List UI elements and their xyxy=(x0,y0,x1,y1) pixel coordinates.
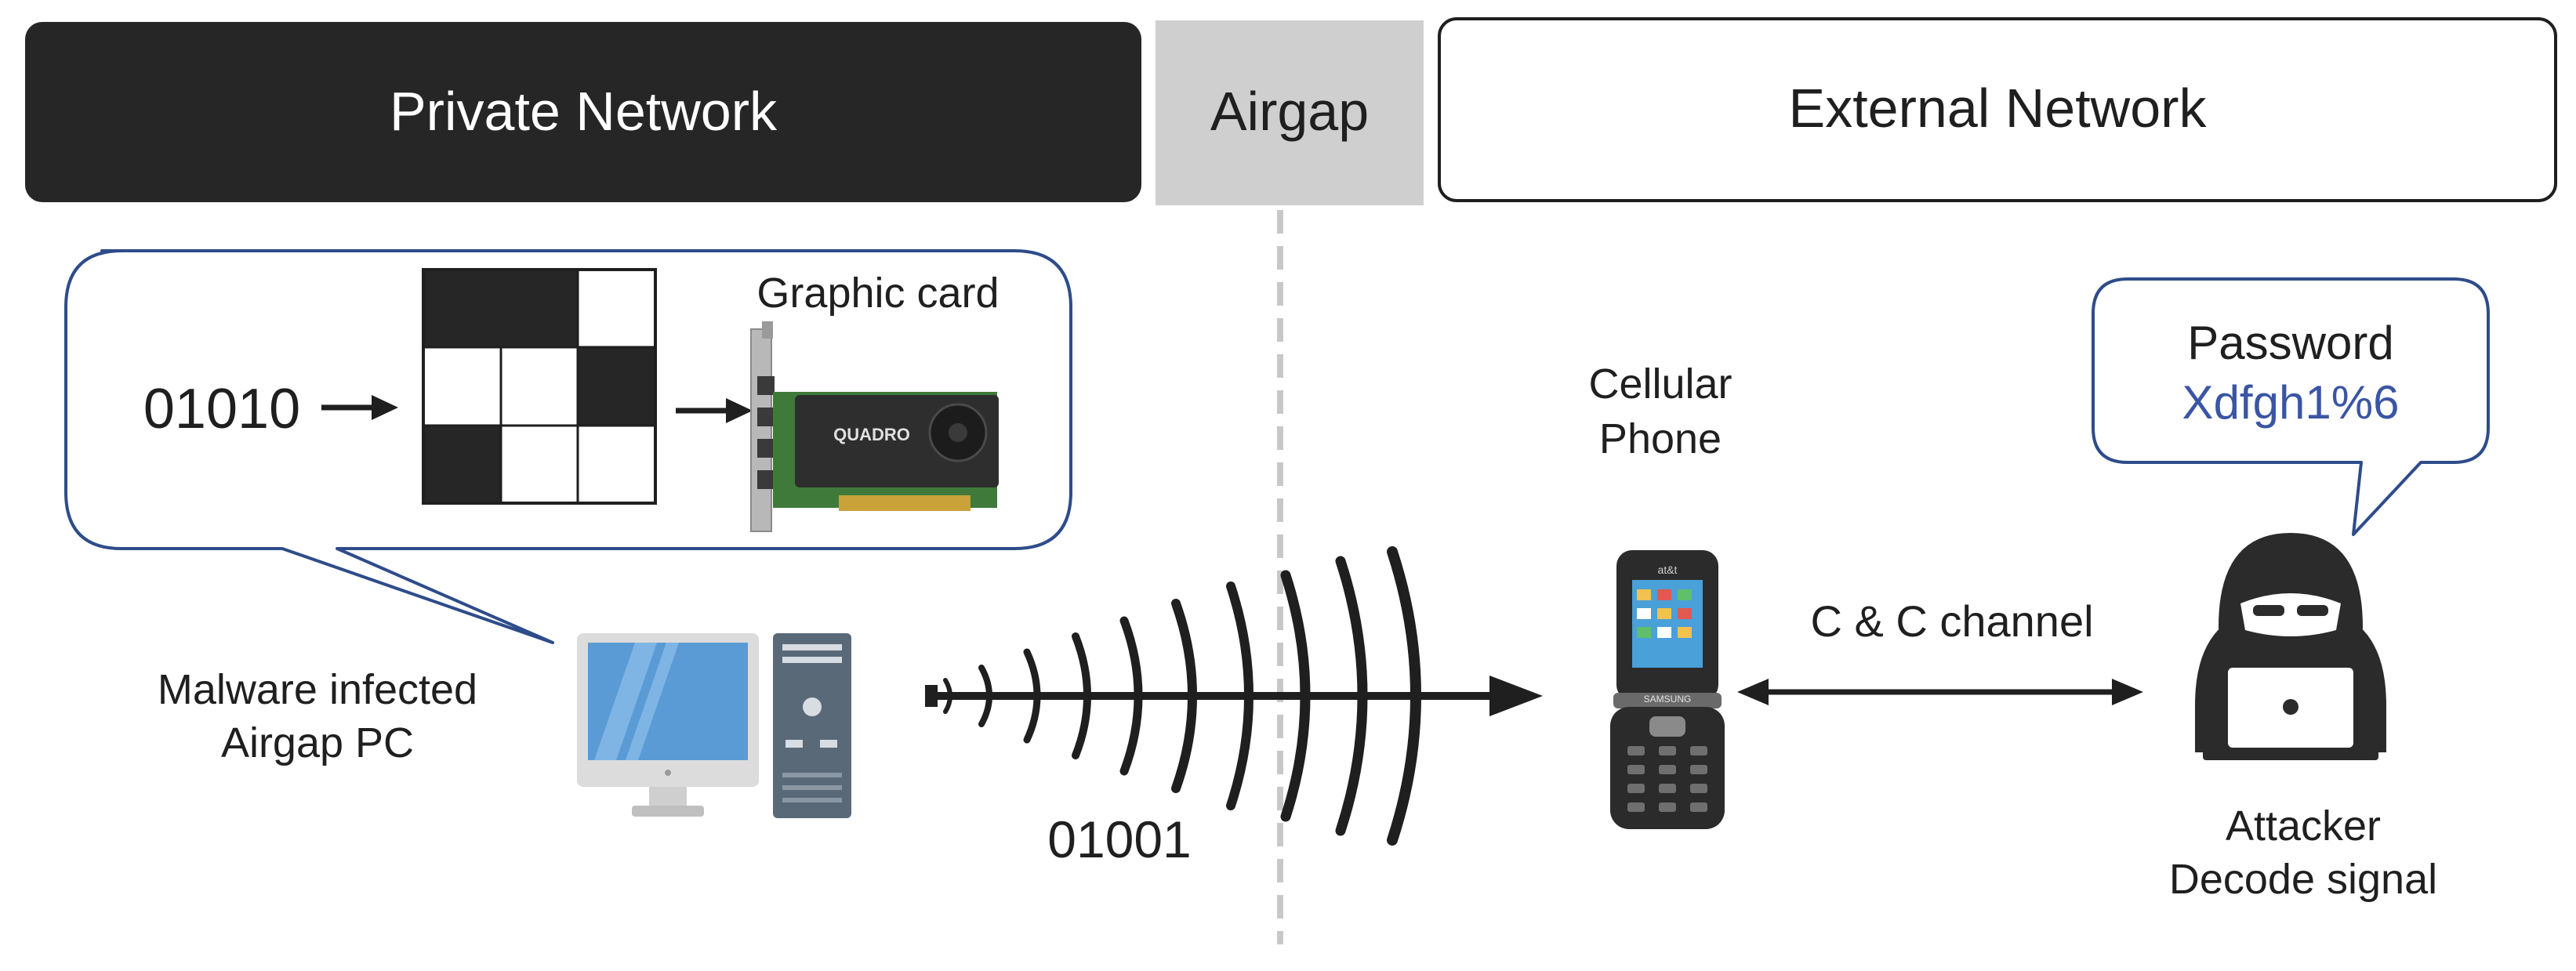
graphic-card-icon: QUADRO xyxy=(750,321,999,532)
signal-bits-text: 01001 xyxy=(1047,810,1192,868)
private-network-zone: Private Network xyxy=(25,22,1141,202)
attacker-hacker-icon xyxy=(2195,533,2386,760)
monitor-icon xyxy=(577,633,759,817)
password-speech-bubble: Password Xdfgh1%6 xyxy=(2092,277,2490,536)
phone-label-line1: Cellular xyxy=(1588,361,1732,408)
malware-process-bubble: 01010 Graphic card xyxy=(64,249,1072,644)
cellular-phone-icon: at&t SAMSUNG xyxy=(1610,550,1725,829)
attacker-label-line1: Attacker xyxy=(2226,803,2381,850)
phone-brand-text: SAMSUNG xyxy=(1644,694,1692,705)
external-network-label: External Network xyxy=(1789,78,2208,139)
input-bits-text: 01010 xyxy=(143,378,300,440)
airgap-label: Airgap xyxy=(1210,81,1369,142)
pc-label-line2: Airgap PC xyxy=(221,719,414,766)
arrow-right-icon xyxy=(321,395,398,420)
bidirectional-arrow-icon xyxy=(1737,679,2143,705)
external-network-zone: External Network xyxy=(1438,17,2557,202)
computer-tower-icon xyxy=(773,633,851,818)
password-value-text: Xdfgh1%6 xyxy=(2182,376,2400,429)
graphic-card-label: Graphic card xyxy=(756,270,999,317)
arrow-right-icon xyxy=(676,398,753,423)
attacker-label-line2: Decode signal xyxy=(2169,856,2437,903)
em-signal-waves xyxy=(925,546,1543,846)
pc-label-line1: Malware infected xyxy=(158,666,477,713)
phone-label-line2: Phone xyxy=(1599,415,1722,462)
binary-pattern-grid xyxy=(422,268,657,505)
cc-channel-label: C & C channel xyxy=(1810,596,2093,646)
private-network-label: Private Network xyxy=(390,81,778,142)
password-title-text: Password xyxy=(2187,317,2393,369)
airgap-zone: Airgap xyxy=(1156,20,1424,205)
card-brand-text: QUADRO xyxy=(833,425,910,444)
phone-carrier-text: at&t xyxy=(1658,563,1678,576)
